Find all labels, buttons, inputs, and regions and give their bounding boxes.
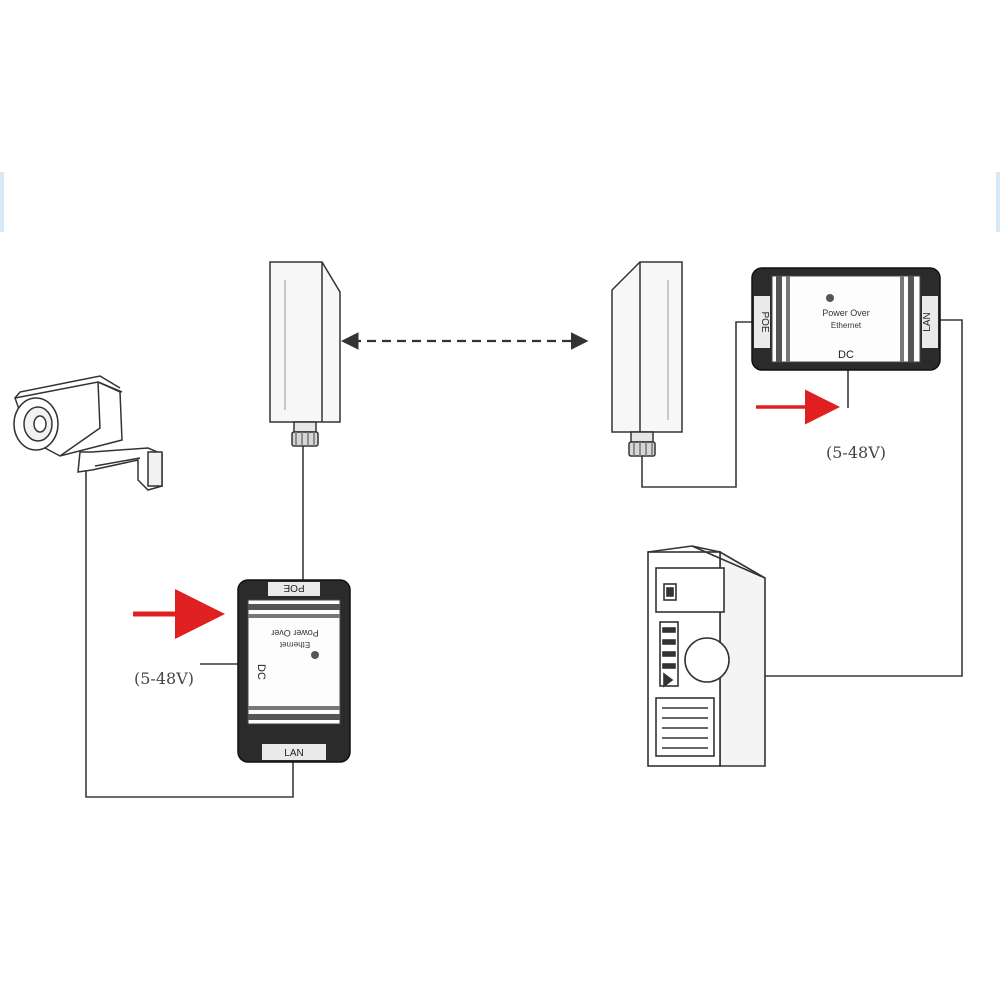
antenna-icon	[269, 261, 341, 447]
led-indicator	[826, 294, 834, 302]
poe-caption-line2: Ethernet	[279, 640, 310, 649]
poe-caption-line2: Ethernet	[831, 321, 862, 330]
poe-caption-line1: Power Over	[271, 628, 319, 638]
port-label-dc: DC	[838, 349, 854, 361]
port-label-dc: DC	[255, 664, 267, 680]
edge-mark-left	[0, 172, 4, 232]
edge-mark-right	[996, 172, 1000, 232]
voltage-label-left: (5-48V)	[134, 669, 194, 688]
port-label-poe: POE	[283, 582, 304, 593]
poe-injector-right: Power Over Ethernet POE LAN DC	[751, 267, 941, 371]
cctv-camera-icon	[13, 375, 163, 491]
poe-injector-left: Power Over Ethernet POE LAN DC	[237, 579, 351, 763]
cable-lan-to-pc	[720, 319, 963, 677]
port-label-poe: POE	[759, 311, 770, 332]
poe-injector-face	[771, 275, 921, 363]
desktop-pc-icon	[647, 545, 766, 767]
port-label-lan: LAN	[284, 748, 303, 759]
poe-injector-face	[247, 599, 341, 725]
cable-antenna-to-poe-right	[641, 321, 752, 488]
poe-caption-line1: Power Over	[822, 308, 870, 318]
cable-camera-to-lan	[85, 470, 294, 798]
cables	[85, 319, 963, 798]
port-label-lan: LAN	[922, 312, 933, 331]
voltage-label-right: (5-48V)	[826, 443, 886, 462]
antenna-icon	[611, 261, 683, 457]
led-indicator	[311, 651, 319, 659]
